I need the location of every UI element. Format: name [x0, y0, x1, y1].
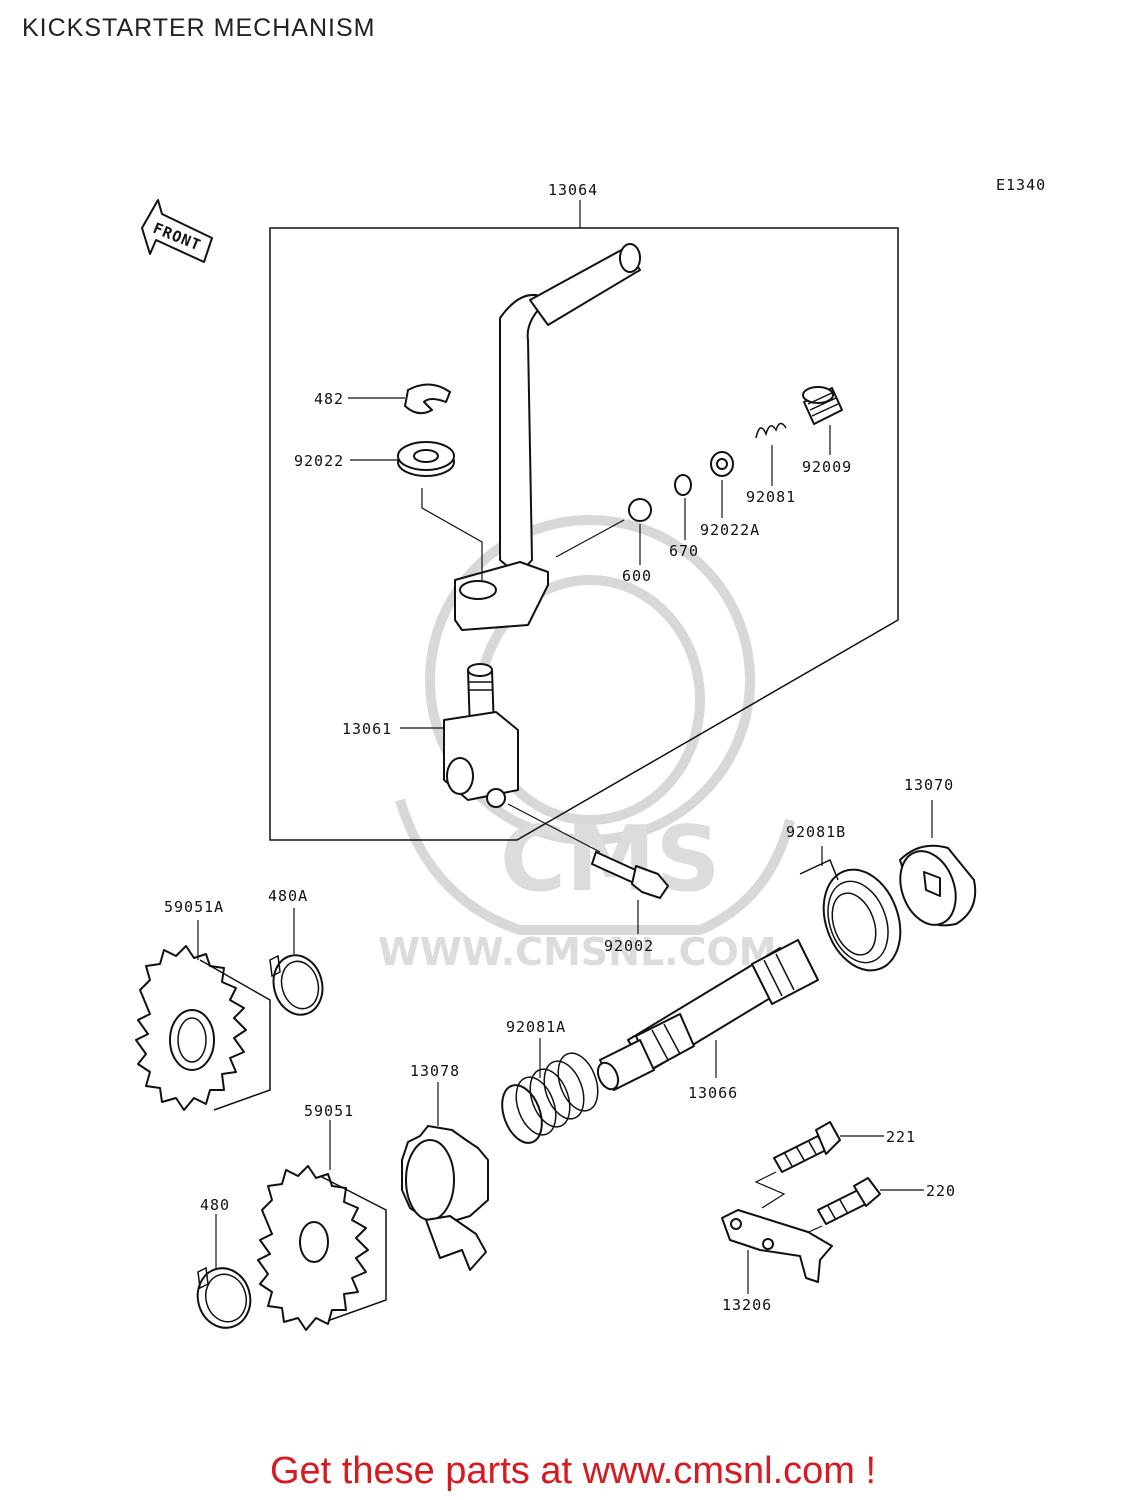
label-59051a: 59051A: [164, 898, 224, 916]
footer-link-text[interactable]: Get these parts at www.cmsnl.com !: [269, 1450, 877, 1492]
label-13066: 13066: [688, 1084, 738, 1102]
collar-13070: [899, 844, 977, 927]
ball-600: [628, 498, 652, 522]
e-clip-482: [404, 383, 451, 415]
label-92002: 92002: [604, 937, 654, 955]
ratchet-gear-13078: [401, 1125, 489, 1271]
kick-pedal-assembly-box: [269, 227, 899, 841]
screw-220: [817, 1177, 881, 1225]
label-221: 221: [886, 1128, 916, 1146]
torsion-spring-92081b: [799, 858, 902, 972]
page-title: KICKSTARTER MECHANISM: [22, 14, 376, 42]
gear-59051a: [135, 945, 271, 1111]
spring-92081: [755, 422, 787, 439]
label-13206: 13206: [722, 1296, 772, 1314]
washer-92022a: [710, 451, 734, 477]
label-670: 670: [669, 542, 699, 560]
label-482: 482: [314, 390, 344, 408]
label-480: 480: [200, 1196, 230, 1214]
circlip-480a: [269, 954, 324, 1016]
label-92081a: 92081A: [506, 1018, 566, 1036]
coil-spring-92081a: [501, 1052, 599, 1144]
o-ring-670: [674, 474, 692, 496]
front-arrow-icon: FRONT: [141, 199, 213, 263]
bolt-92002: [507, 803, 669, 899]
diagram-code: E1340: [996, 176, 1046, 194]
label-92009: 92009: [802, 458, 852, 476]
screw-221: [773, 1121, 841, 1173]
label-220: 220: [926, 1182, 956, 1200]
label-92022a: 92022A: [700, 521, 760, 539]
label-600: 600: [622, 567, 652, 585]
label-59051: 59051: [304, 1102, 354, 1120]
label-13061: 13061: [342, 720, 392, 738]
label-92081b: 92081B: [786, 823, 846, 841]
cms-watermark: CMS WWW.CMSNL.COM: [378, 515, 795, 974]
kick-pedal-holder-13061: [443, 663, 519, 808]
label-480a: 480A: [268, 887, 308, 905]
label-13064: 13064: [548, 181, 598, 199]
cap-92009: [802, 386, 843, 425]
circlip-480: [196, 1266, 252, 1329]
label-92022: 92022: [294, 452, 344, 470]
washer-92022: [397, 441, 455, 477]
gear-59051: [257, 1165, 387, 1331]
kick-shaft-13066: [596, 939, 819, 1091]
kick-pedal-arm: [454, 243, 641, 631]
label-13070: 13070: [904, 776, 954, 794]
label-13078: 13078: [410, 1062, 460, 1080]
guide-13206: [721, 1171, 833, 1283]
label-92081: 92081: [746, 488, 796, 506]
watermark-url: WWW.CMSNL.COM: [378, 930, 777, 974]
